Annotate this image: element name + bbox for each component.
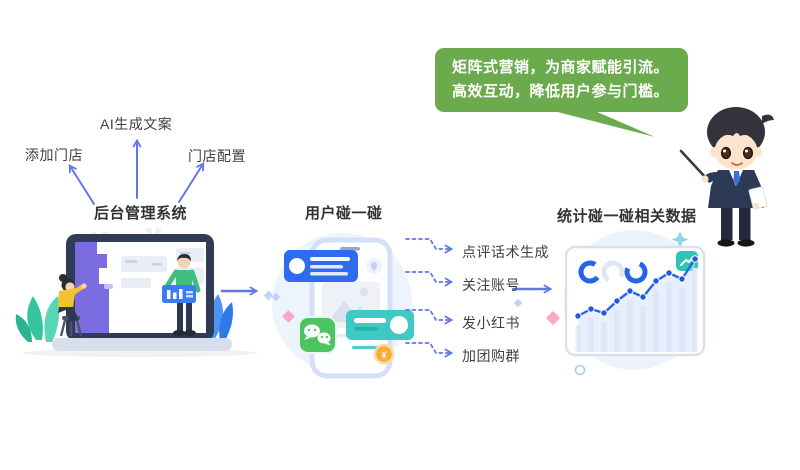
eyes	[720, 146, 754, 160]
screen-purple-panel	[75, 242, 109, 333]
notification-card-teal	[346, 310, 414, 340]
label-ai-copywriting: AI生成文案	[100, 116, 173, 132]
bubble-tail	[542, 108, 655, 137]
outcome-arrows	[405, 238, 454, 358]
outcome-join-group: 加团购群	[462, 348, 520, 364]
user-touch-title: 用户碰一碰	[305, 205, 383, 222]
hand	[701, 175, 709, 183]
pin-glyph	[371, 262, 377, 271]
diamond-decoration	[263, 290, 274, 301]
teal-underline	[352, 346, 382, 349]
donut-icons	[578, 260, 648, 284]
speech-bubble: 矩阵式营销，为商家赋能引流。 高效互动，降低用户参与门槛。	[435, 48, 688, 112]
pointer-stick-icon	[679, 149, 708, 180]
diamond-decoration	[545, 310, 561, 326]
coin-icon: ¥	[373, 343, 395, 365]
label-store-config: 门店配置	[188, 148, 246, 164]
backend-system-title: 后台管理系统	[94, 205, 188, 222]
outcome-post-xiaohongshu: 发小红书	[462, 315, 520, 331]
arrow-outcome-4	[405, 342, 454, 358]
shoe	[737, 239, 755, 247]
laptop-base	[52, 338, 232, 351]
hand	[752, 202, 760, 210]
diamond-decoration	[282, 310, 295, 323]
left-arm	[704, 171, 724, 183]
bangs	[714, 120, 758, 148]
bubble-decoration	[574, 364, 586, 376]
arrow-outcome-1	[405, 238, 454, 254]
diamond-decoration	[513, 298, 523, 308]
shoe	[717, 239, 735, 247]
man-figure	[162, 254, 201, 336]
arrow-outcome-3	[405, 309, 454, 325]
label-add-store: 添加门店	[25, 147, 83, 163]
pants	[739, 208, 751, 240]
diamond-decoration	[271, 292, 281, 302]
stats-data-title: 统计碰一碰相关数据	[557, 208, 697, 225]
plant-left	[15, 296, 60, 342]
arrow-to-store-config	[178, 162, 205, 203]
face	[714, 132, 758, 170]
laptop-illustration	[15, 227, 258, 357]
bubble-line-2: 高效互动，降低用户参与门槛。	[452, 83, 670, 100]
hair-tuft	[762, 114, 774, 124]
chart-illustration	[564, 230, 706, 376]
pants	[721, 208, 733, 240]
svg-text:¥: ¥	[381, 350, 386, 360]
trend-line-chart	[574, 255, 699, 352]
sparkle-icon	[671, 231, 689, 248]
businessman-figure	[679, 107, 774, 247]
arrow-to-add-store	[68, 164, 95, 205]
wechat-icon	[298, 316, 337, 354]
phone-speaker	[340, 247, 360, 251]
outcome-follow-account: 关注账号	[462, 277, 520, 293]
phone-illustration: ¥	[271, 233, 414, 379]
notification-card-blue	[284, 250, 358, 282]
bubble-line-1: 矩阵式营销，为商家赋能引流。	[452, 59, 670, 76]
paper	[748, 186, 768, 210]
smile	[731, 162, 743, 166]
outcome-review-script: 点评话术生成	[462, 244, 549, 260]
arrow-outcome-2	[405, 271, 454, 287]
woman-figure	[58, 274, 87, 337]
paint-roller	[104, 284, 113, 289]
backend-arrows	[68, 138, 205, 205]
tie	[733, 171, 740, 186]
